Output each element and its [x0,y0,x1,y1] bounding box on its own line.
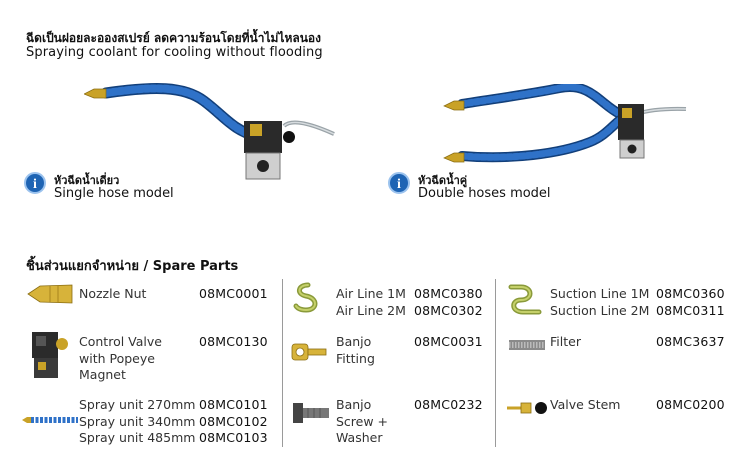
part-name: Air Line 1M Air Line 2M [336,286,406,318]
column-divider [282,279,283,447]
info-icon: i [24,172,46,194]
part-code: 08MC0200 [656,397,725,412]
part-name: Banjo Screw + Washer [336,397,389,445]
part-name: Nozzle Nut [79,286,147,301]
banjo-fitting-icon [291,343,327,361]
spare-parts-title: ชิ้นส่วนแยกจำหน่าย / Spare Parts [26,259,239,274]
part-name: Spray unit 270mm Spray unit 340mm Spray … [79,397,196,445]
part-name: Suction Line 1M Suction Line 2M [550,286,650,318]
part-code: 08MC0380 08MC0302 [414,286,483,318]
part-name: Control Valve with Popeye Magnet [79,334,162,382]
part-name: Valve Stem [550,397,621,412]
double-model-label: Double hoses model [418,186,551,201]
filter-icon [509,340,545,350]
single-hose-image [84,83,335,180]
part-code: 08MC0031 [414,334,483,349]
double-model-thai: หัวฉีดน้ำคู่ [418,174,468,187]
single-model-label: Single hose model [54,186,174,201]
part-code: 08MC0001 [199,286,268,301]
column-divider [495,279,496,447]
part-code: 08MC0101 08MC0102 08MC0103 [199,397,268,445]
nozzle-nut-icon [27,284,73,304]
part-code: 08MC0360 08MC0311 [656,286,725,318]
part-code: 08MC0232 [414,397,483,412]
double-hose-image [443,84,687,163]
suction-line-icon [508,284,542,315]
info-icon: i [388,172,410,194]
thai-title: ฉีดเป็นฝอยละอองสเปรย์ ลดความร้อนโดยที่น้… [26,31,321,45]
valve-stem-icon [507,402,547,414]
air-line-icon [293,282,318,313]
part-name: Filter [550,334,581,349]
part-code: 08MC3637 [656,334,725,349]
part-name: Banjo Fitting [336,334,375,366]
banjo-screw-icon [293,403,329,423]
single-model-thai: หัวฉีดน้ำเดี่ยว [54,174,120,187]
english-subtitle: Spraying coolant for cooling without flo… [26,45,323,60]
spray-unit-icon [22,417,78,423]
control-valve-icon [32,332,68,378]
part-code: 08MC0130 [199,334,268,349]
